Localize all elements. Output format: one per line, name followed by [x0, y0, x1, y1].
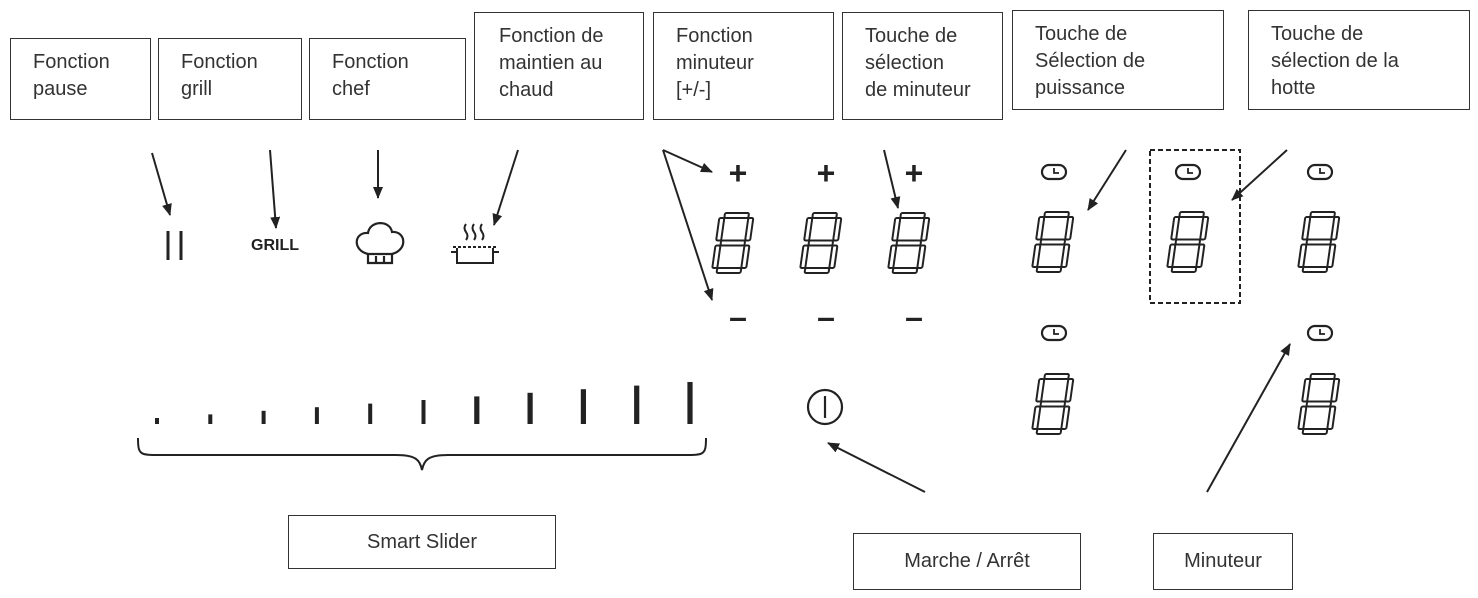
- label-on-off: Marche / Arrêt: [853, 533, 1081, 590]
- steaming-pot-icon[interactable]: [451, 223, 499, 264]
- timer-plus-button-3[interactable]: +: [905, 155, 924, 191]
- arrow-to-timer-select: [883, 149, 901, 209]
- timer-minus-button-1[interactable]: –: [729, 299, 747, 335]
- slider-step-3[interactable]: [261, 410, 266, 424]
- label-chef-function: Fonction chef: [309, 38, 466, 120]
- timer-digit-2: [799, 212, 843, 274]
- timer-plus-button-1[interactable]: +: [729, 155, 748, 191]
- timer-digit-1: [711, 212, 755, 274]
- timer-plus-button-2[interactable]: +: [817, 155, 836, 191]
- zone-3-power-digit: [1297, 211, 1341, 273]
- slider-step-10[interactable]: [634, 385, 640, 424]
- power-icon[interactable]: [806, 388, 844, 426]
- label-grill-function: Fonction grill: [158, 38, 302, 120]
- zone-2-timer-select-icon[interactable]: [1174, 163, 1202, 181]
- zone-1-power-digit: [1031, 211, 1075, 273]
- chef-hat-icon[interactable]: [355, 222, 405, 265]
- pointer-arrows: [151, 149, 1291, 493]
- slider-step-6[interactable]: [421, 400, 426, 424]
- slider-step-2[interactable]: [208, 414, 213, 424]
- zone-1-minuteur-clock-icon[interactable]: [1040, 324, 1068, 342]
- slider-step-4[interactable]: [314, 407, 319, 424]
- timer-minus-button-2[interactable]: –: [817, 299, 835, 335]
- label-pause-function: Fonction pause: [10, 38, 151, 120]
- arrow-to-pause: [151, 152, 172, 216]
- zone-1-timer-select-icon[interactable]: [1040, 163, 1068, 181]
- zone-2-power-digit: [1166, 211, 1210, 273]
- arrow-to-timer-plus: [662, 149, 713, 173]
- label-hood-select-key: Touche de sélection de la hotte: [1248, 10, 1470, 110]
- clock-icons: [1040, 163, 1334, 342]
- arrow-to-hood-select: [1231, 149, 1288, 201]
- zone-1-timer-digit: [1031, 373, 1075, 435]
- seven-segment-displays: [711, 211, 1341, 435]
- slider-step-11[interactable]: [687, 382, 693, 424]
- slider-step-8[interactable]: [527, 392, 533, 424]
- arrow-to-minuteur: [1206, 343, 1291, 493]
- arrow-to-keep-warm: [492, 149, 519, 226]
- label-timer-plus-minus: Fonction minuteur [+/-]: [653, 12, 834, 120]
- slider-step-7[interactable]: [474, 396, 480, 424]
- arrow-to-power-select: [1087, 149, 1127, 211]
- slider-step-9[interactable]: [580, 389, 586, 424]
- arrow-to-timer-minus: [662, 149, 714, 301]
- slider-step-5[interactable]: [368, 403, 373, 424]
- selected-zone-frame: [1149, 149, 1241, 304]
- label-smart-slider: Smart Slider: [288, 515, 556, 569]
- timer-minus-buttons: – – –: [729, 299, 923, 335]
- label-power-select-key: Touche de Sélection de puissance: [1012, 10, 1224, 110]
- slider-brace: [137, 437, 707, 471]
- zone-3-minuteur-clock-icon[interactable]: [1306, 324, 1334, 342]
- arrow-to-grill: [269, 149, 281, 229]
- timer-minus-button-3[interactable]: –: [905, 299, 923, 335]
- zone-3-timer-select-icon[interactable]: [1306, 163, 1334, 181]
- timer-digit-3: [887, 212, 931, 274]
- timer-plus-buttons: + + +: [729, 155, 924, 191]
- arrow-to-on-off: [827, 442, 926, 493]
- grill-button[interactable]: GRILL: [251, 237, 299, 254]
- label-minuteur: Minuteur: [1153, 533, 1293, 590]
- zone-3-timer-digit: [1297, 373, 1341, 435]
- label-timer-select-key: Touche de sélection de minuteur: [842, 12, 1003, 120]
- label-keep-warm-function: Fonction de maintien au chaud: [474, 12, 644, 120]
- slider-step-1[interactable]: [155, 418, 159, 424]
- smart-slider[interactable]: [155, 382, 693, 424]
- pause-icon[interactable]: [166, 231, 183, 260]
